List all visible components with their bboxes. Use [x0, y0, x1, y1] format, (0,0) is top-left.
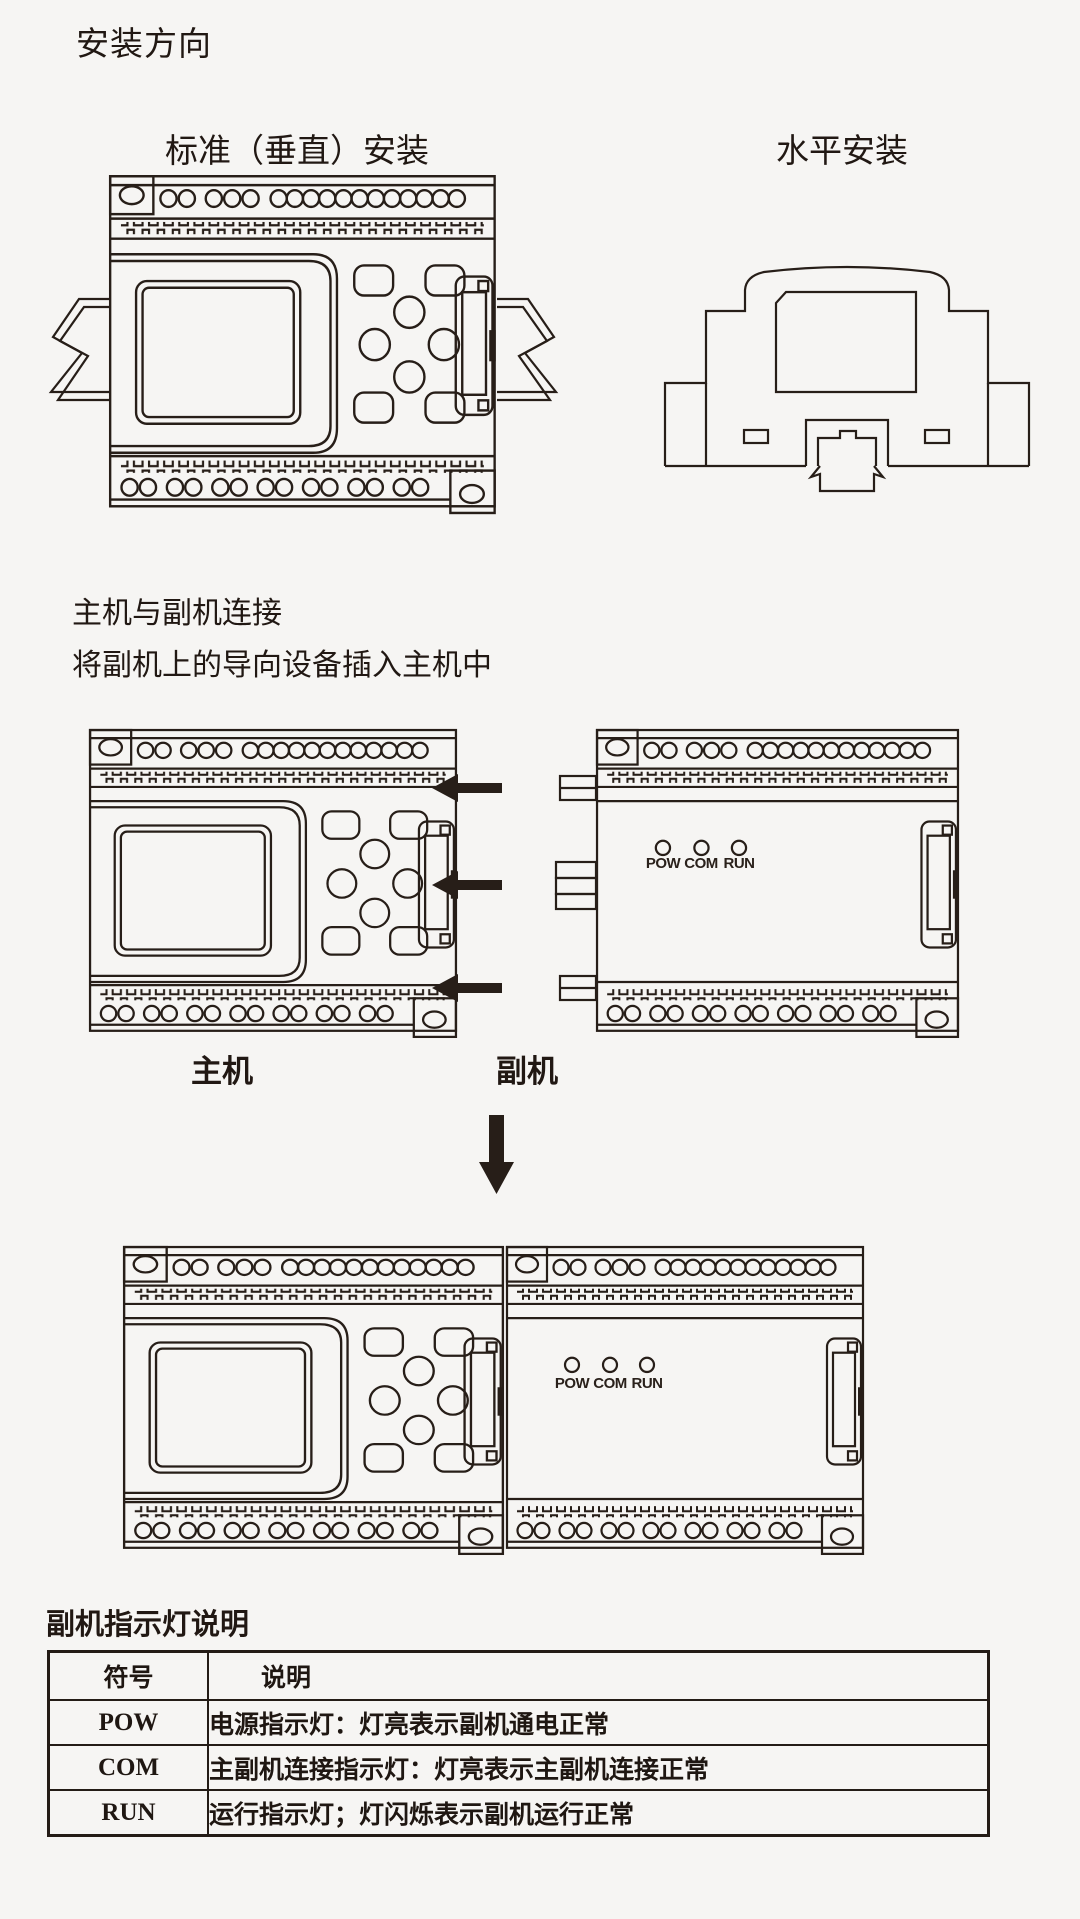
din-rail-left-stub — [48, 297, 110, 402]
main-unit-front-drawing — [90, 730, 457, 1037]
main-unit-front-drawing — [110, 176, 496, 513]
cell-desc: 主副机连接指示灯：灯亮表示主副机连接正常 — [207, 1744, 990, 1791]
din-rail-clip — [804, 418, 890, 493]
main-unit-front-drawing — [124, 1247, 504, 1554]
connect-subheading: 将副机上的导向设备插入主机中 — [72, 649, 492, 682]
vertical-install-heading: 标准（垂直）安装 — [165, 132, 429, 169]
cell-desc: 电源指示灯：灯亮表示副机通电正常 — [207, 1699, 990, 1746]
page-title: 安装方向 — [76, 25, 212, 62]
led-label-com: COM — [593, 1375, 627, 1392]
slave-unit-label: 副机 — [496, 1054, 558, 1089]
cell-symbol: COM — [47, 1744, 209, 1791]
table-header-row: 符号 说明 — [47, 1650, 990, 1701]
main-unit-label: 主机 — [191, 1054, 253, 1089]
profile-display-window — [774, 290, 918, 394]
cell-symbol: RUN — [47, 1789, 209, 1837]
slave-guide-tabs — [554, 774, 598, 1002]
slave-unit-front-drawing — [507, 1247, 864, 1554]
din-rail-right-stub — [497, 297, 559, 402]
combined-diagram — [124, 1247, 864, 1554]
led-label-pow: POW — [645, 855, 681, 872]
cell-desc: 运行指示灯；灯闪烁表示副机运行正常 — [207, 1789, 990, 1837]
cell-symbol: POW — [47, 1699, 209, 1746]
left-arrow-icon — [432, 871, 502, 899]
left-arrow-icon — [432, 974, 502, 1002]
installation-diagrams — [48, 140, 1031, 1580]
table-row: POW 电源指示灯：灯亮表示副机通电正常 — [47, 1699, 990, 1746]
slave-unit-front-drawing — [597, 730, 959, 1037]
led-label-com: COM — [684, 855, 718, 872]
header-symbol: 符号 — [47, 1650, 209, 1701]
down-arrow-icon — [479, 1115, 514, 1194]
connection-diagram — [90, 730, 959, 1037]
indicator-table-title: 副机指示灯说明 — [46, 1609, 250, 1641]
table-row: COM 主副机连接指示灯：灯亮表示主副机连接正常 — [47, 1744, 990, 1791]
vertical-install-diagram — [48, 176, 559, 513]
horizontal-install-heading: 水平安装 — [776, 132, 908, 169]
led-label-run: RUN — [631, 1375, 664, 1392]
header-desc: 说明 — [207, 1650, 990, 1701]
table-row: RUN 运行指示灯；灯闪烁表示副机运行正常 — [47, 1789, 990, 1837]
led-label-run: RUN — [723, 855, 756, 872]
left-arrow-icon — [432, 774, 502, 802]
indicator-table: 符号 说明 POW 电源指示灯：灯亮表示副机通电正常 COM 主副机连接指示灯：… — [47, 1650, 990, 1837]
connect-heading: 主机与副机连接 — [72, 597, 282, 630]
led-label-pow: POW — [554, 1375, 590, 1392]
horizontal-install-diagram — [663, 265, 1031, 493]
